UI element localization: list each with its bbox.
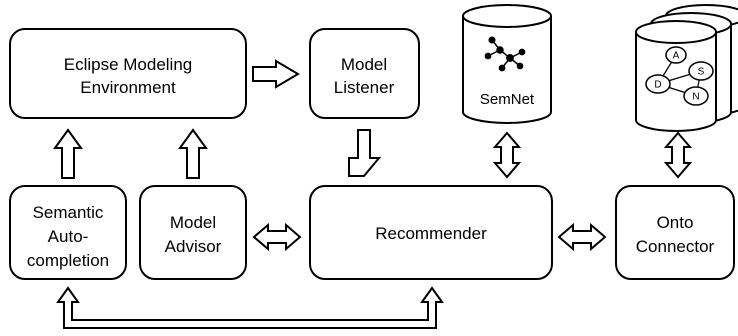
network-graph-icon — [484, 36, 526, 72]
ontology-node-s: S — [688, 61, 714, 81]
semantic-box-line-3: completion — [27, 251, 109, 270]
onto-box-line-2: Connector — [636, 237, 715, 256]
listener-box-line-1: Model — [341, 55, 387, 74]
eclipse-box-line-2: Environment — [80, 78, 176, 97]
arrow-recommender-onto — [557, 222, 607, 252]
arrow-advisor-recommender — [252, 222, 302, 252]
recommender-box: Recommender — [309, 185, 553, 280]
ontology-node-a: A — [665, 46, 687, 64]
onto-box-line-1: Onto — [657, 213, 694, 232]
onto-connector-box: Onto Connector — [615, 185, 735, 280]
eclipse-modeling-environment-box: Eclipse Modeling Environment — [9, 28, 247, 119]
arrow-semnet-recommender — [492, 131, 522, 179]
arrow-advisor-to-eclipse — [178, 128, 208, 179]
arrow-eclipse-to-listener — [252, 59, 300, 89]
model-advisor-box: Model Advisor — [139, 185, 247, 280]
semantic-box-line-1: Semantic — [33, 203, 104, 222]
ontology-node-d: D — [645, 74, 671, 94]
semantic-box-line-2: Auto- — [48, 227, 89, 246]
advisor-box-line-2: Advisor — [165, 237, 222, 256]
listener-box-line-2: Listener — [334, 78, 395, 97]
ontology-database-stack: A D S N — [635, 4, 738, 132]
semnet-database: SemNet — [462, 4, 552, 124]
arrow-ontology-onto-connector — [663, 131, 693, 179]
advisor-box-line-1: Model — [170, 213, 216, 232]
semnet-label: SemNet — [480, 91, 535, 108]
arrow-semantic-to-eclipse — [53, 128, 83, 179]
ontology-graph-icon: A D S N — [645, 46, 714, 106]
arrow-listener-to-recommender — [348, 129, 382, 177]
svg-text:N: N — [692, 92, 699, 103]
arrow-semantic-recommender-loop — [56, 286, 444, 329]
model-listener-box: Model Listener — [309, 28, 420, 119]
svg-text:A: A — [673, 51, 680, 62]
svg-text:D: D — [654, 80, 661, 91]
ontology-node-n: N — [683, 86, 709, 106]
svg-text:S: S — [698, 67, 705, 78]
semantic-autocompletion-box: Semantic Auto- completion — [9, 185, 127, 280]
recommender-box-label: Recommender — [375, 224, 487, 243]
eclipse-box-line-1: Eclipse Modeling — [64, 55, 193, 74]
